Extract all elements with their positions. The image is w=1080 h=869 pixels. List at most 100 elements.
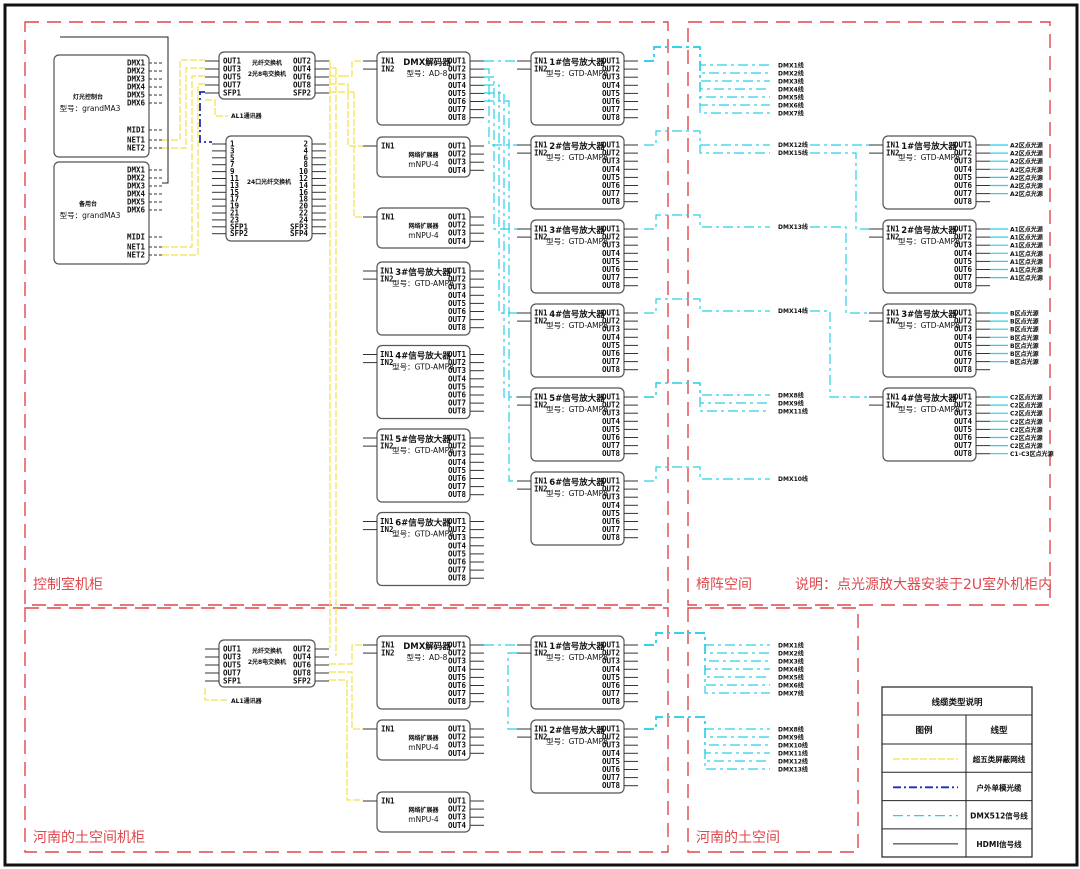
legend-title: 线缆类型说明 <box>931 697 983 708</box>
dmx-line-label: DMX10线 <box>778 475 808 483</box>
dmx-wire <box>644 632 770 646</box>
device-model: 型号：GTD-AMP8 <box>546 153 608 162</box>
port-label: OUT6 <box>954 433 973 442</box>
dmx-wire <box>644 46 770 82</box>
port-label: SFP3 <box>290 222 309 231</box>
fixture-label: A1区点光源 <box>1010 274 1043 282</box>
port-label: OUT8 <box>293 669 312 678</box>
port-label: 6 <box>303 153 308 162</box>
dmx-line-label: DMX13线 <box>778 766 808 774</box>
device-title: 光纤交换机 <box>251 59 282 67</box>
port-label: IN1 <box>380 517 394 526</box>
port-label: OUT1 <box>448 213 467 222</box>
device-title: 3#信号放大器 <box>901 309 957 320</box>
port-label: OUT3 <box>448 283 467 292</box>
device-title: DMX解码器 <box>403 57 451 68</box>
port-label: OUT6 <box>602 265 621 274</box>
port-label: OUT1 <box>602 641 621 650</box>
port-label: NET2 <box>127 251 145 260</box>
fixture-label: B区点光源 <box>1010 326 1039 334</box>
amplifier-bottom-body <box>530 635 625 710</box>
port-label: SFP2 <box>293 89 311 98</box>
port-label: DMX3 <box>127 75 146 84</box>
device-model: 型号：GTD-AMP8 <box>546 69 608 78</box>
dmx-wire <box>699 145 770 154</box>
port-label: OUT2 <box>954 149 972 158</box>
dmx-line-label: DMX6线 <box>778 682 804 690</box>
port-label: OUT1 <box>448 57 467 66</box>
network-node-body <box>376 207 471 249</box>
fixture-label: B区点光源 <box>1010 334 1039 342</box>
port-label: IN1 <box>381 142 395 151</box>
port-label: OUT5 <box>448 299 466 308</box>
port-label: IN1 <box>886 393 900 402</box>
net-wire <box>329 679 363 801</box>
dmx-line-label: DMX3线 <box>778 658 804 666</box>
port-label: IN1 <box>534 477 548 486</box>
port-label: OUT1 <box>448 267 467 276</box>
fixture-label: A1区点光源 <box>1010 226 1043 234</box>
port-label: OUT3 <box>954 325 973 334</box>
port-label: OUT5 <box>602 89 620 98</box>
fixture-label: C2区点光源 <box>1010 434 1043 442</box>
amplifier-right-body <box>882 135 977 210</box>
port-label: 20 <box>299 202 309 211</box>
port-label: IN2 <box>534 485 548 494</box>
port-label: IN2 <box>381 649 395 658</box>
port-label: OUT7 <box>602 105 620 114</box>
fixture-label: A1区点光源 <box>1010 234 1043 242</box>
port-label: DMX5 <box>127 198 145 207</box>
port-label: OUT4 <box>448 541 467 550</box>
port-label: OUT6 <box>448 391 467 400</box>
port-label: OUT7 <box>448 315 466 324</box>
device-model: mNPU-4 <box>408 231 439 240</box>
fixture-label: B区点光源 <box>1010 358 1039 366</box>
amplifier-mid: IN1IN2OUT1OUT2OUT3OUT4OUT5OUT6OUT7OUT83#… <box>517 219 638 294</box>
port-label: OUT2 <box>602 401 620 410</box>
port-label: OUT4 <box>602 749 621 758</box>
device-title: 4#信号放大器 <box>395 351 451 362</box>
port-label: 22 <box>299 209 308 218</box>
port-label: OUT6 <box>602 181 621 190</box>
device-title: 2#信号放大器 <box>549 725 605 736</box>
amplifier-mid: IN1IN2OUT1OUT2OUT3OUT4OUT5OUT6OUT7OUT84#… <box>517 303 638 378</box>
port-label: OUT4 <box>448 81 467 90</box>
port-label: OUT4 <box>602 417 621 426</box>
port-label: DMX2 <box>127 67 145 76</box>
port-label: NET1 <box>127 136 146 145</box>
port-label: IN1 <box>534 225 548 234</box>
port-label: OUT8 <box>602 113 621 122</box>
port-label: OUT6 <box>448 474 467 483</box>
dmx-line-label: DMX8线 <box>778 726 804 734</box>
dmx-wire <box>644 632 770 654</box>
port-label: OUT2 <box>448 358 466 367</box>
port-label: OUT1 <box>448 350 467 359</box>
port-label: 9 <box>230 167 235 176</box>
port-label: OUT3 <box>602 325 621 334</box>
device-model: 型号：GTD-AMP8 <box>392 363 454 372</box>
port-label: OUT3 <box>448 229 467 238</box>
port-label: OUT2 <box>293 57 311 66</box>
control-wire <box>60 36 169 184</box>
net-wire <box>204 688 228 701</box>
device-title: 5#信号放大器 <box>395 434 451 445</box>
port-label: 13 <box>230 181 240 190</box>
port-label: DMX2 <box>127 174 145 183</box>
device-title: 4#信号放大器 <box>901 393 957 404</box>
port-label: OUT3 <box>448 657 467 666</box>
device-layer: DMX1DMX2DMX3DMX4DMX5DMX6MIDINET1NET2灯光控制… <box>53 51 990 833</box>
port-label: DMX1 <box>127 59 146 68</box>
port-label: OUT4 <box>602 665 621 674</box>
port-label: OUT7 <box>602 689 620 698</box>
port-label: OUT7 <box>448 399 466 408</box>
fiber-switch-top: OUT1OUT3OUT5OUT7SFP1OUT2OUT4OUT6OUT8SFP2… <box>205 51 329 100</box>
device-title: 5#信号放大器 <box>549 393 605 404</box>
amplifier-left: IN1IN2OUT1OUT2OUT3OUT4OUT5OUT6OUT7OUT86#… <box>363 511 484 587</box>
port-label: NET1 <box>127 243 146 252</box>
port-label: OUT1 <box>448 797 467 806</box>
net-wire <box>162 83 205 256</box>
port-label: OUT6 <box>448 558 467 567</box>
dmx-line-label: DMX10线 <box>778 742 808 750</box>
fixture-label: C2区点光源 <box>1010 394 1043 402</box>
